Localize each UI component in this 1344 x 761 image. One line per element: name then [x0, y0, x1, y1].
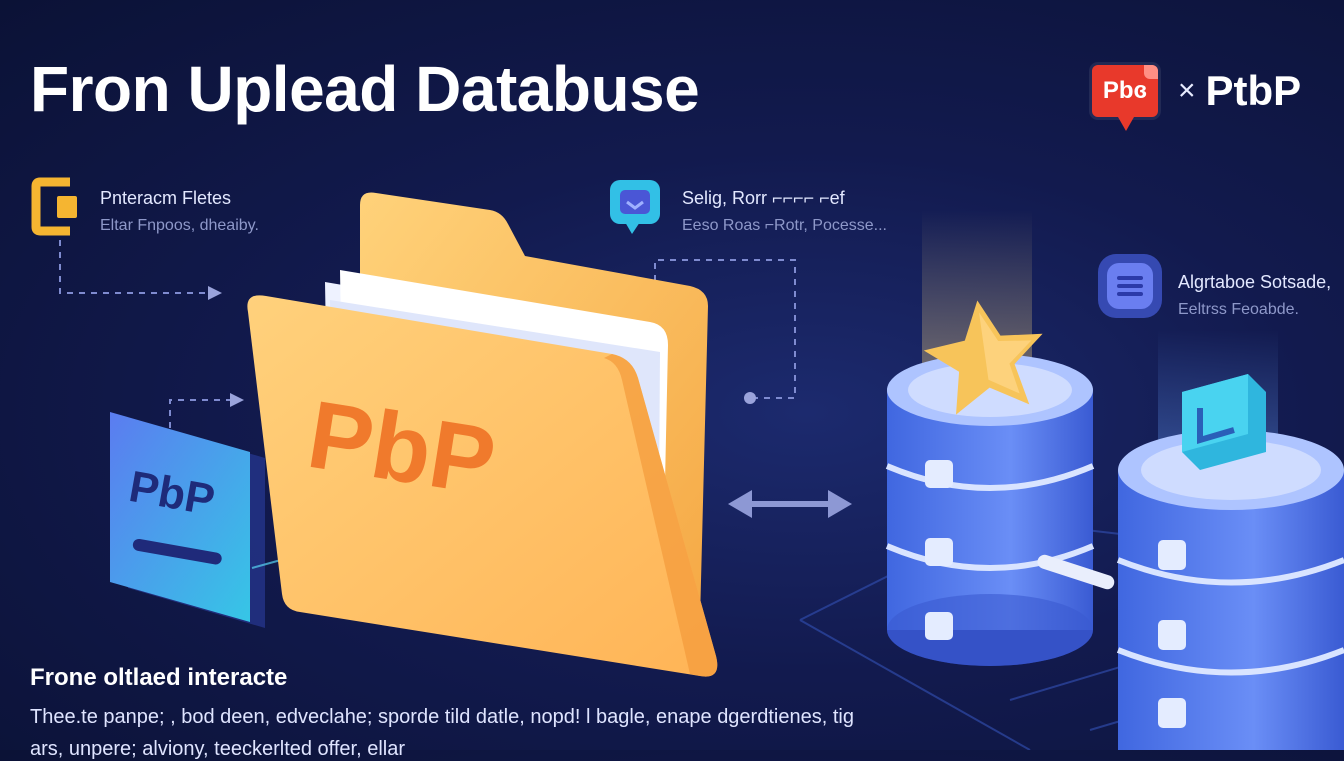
brand-name: PtbP	[1205, 67, 1302, 114]
feature-label: Selig, Rorr ⌐⌐⌐⌐ ⌐ef Eeso Roas ⌐Rotr, Po…	[682, 188, 887, 235]
star-icon	[923, 300, 1043, 415]
brand-badge-text: Pbɞ	[1102, 77, 1148, 104]
chat-bubble-icon	[610, 180, 660, 234]
brand-logo: Pbɞ × PtbP	[1092, 56, 1302, 131]
feature-label-title: Algrtaboe Sotsade,	[1178, 272, 1332, 292]
feature-label-subtitle: Eeso Roas ⌐Rotr, Pocesse...	[682, 217, 887, 234]
database-cylinder	[885, 354, 1095, 666]
document-icon	[1182, 374, 1266, 470]
connector-dot	[744, 392, 756, 404]
feature-label: Algrtaboe Sotsade, Eeltrss Feoabde.	[1178, 272, 1331, 319]
brand-separator: ×	[1178, 74, 1196, 107]
feature-label-title: Pnteracm Fletes	[100, 188, 232, 208]
blue-card	[110, 412, 265, 628]
feature-label: Pnteracm Fletes Eltar Fnpoos, dheaiby.	[100, 188, 259, 235]
list-badge-icon	[1098, 254, 1162, 318]
connector-arrowhead	[230, 393, 244, 407]
feature-label-subtitle: Eltar Fnpoos, dheaiby.	[100, 217, 259, 234]
feature-label-subtitle: Eeltrss Feoabde.	[1178, 301, 1299, 318]
double-arrow-icon	[728, 490, 852, 518]
feature-label-title: Selig, Rorr ⌐⌐⌐⌐ ⌐ef	[682, 188, 845, 208]
db-connector-pipe	[1037, 554, 1115, 590]
folder	[247, 192, 718, 677]
dashed-connectors	[59, 240, 796, 440]
caption-line: Thee.te panpe; , bod deen, edveclahe; sp…	[30, 706, 854, 728]
database-cylinder	[1116, 430, 1344, 750]
connector-arrowhead	[208, 286, 222, 300]
caption-title: Frone oltlaed interacte	[30, 664, 288, 691]
brand-badge: Pbɞ	[1092, 65, 1158, 131]
page-title: Fron Uplead Databuse	[30, 53, 700, 125]
bracket-icon	[31, 177, 77, 236]
